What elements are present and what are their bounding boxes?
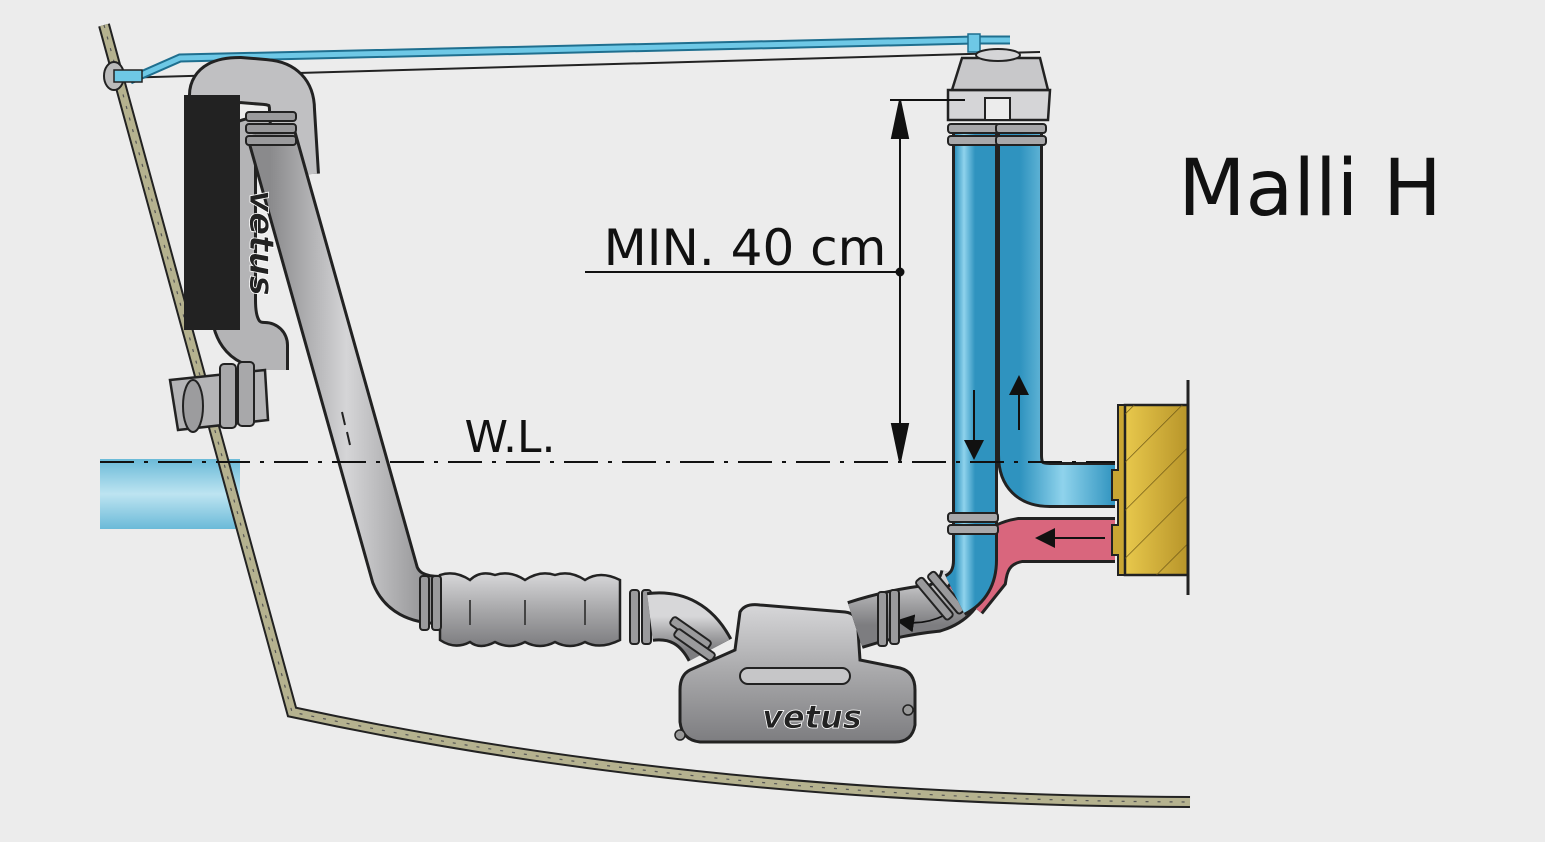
diagram-title: Malli H	[1178, 144, 1442, 234]
brand-waterlock: vetus	[762, 698, 862, 736]
gooseneck	[184, 55, 320, 370]
waterline-label: W.L.	[465, 412, 556, 463]
vent-hose	[128, 33, 1010, 85]
waterlock	[674, 603, 917, 744]
corrugated-hose	[438, 572, 622, 648]
waterlock-inlet-elbow	[646, 591, 733, 663]
cooling-water-up	[997, 130, 1115, 508]
hose-clamps-cooling	[947, 123, 1047, 535]
engine	[1111, 380, 1190, 595]
exhaust-outlet	[168, 361, 270, 433]
hose-clamps-gooseneck	[245, 111, 297, 146]
brand-gooseneck: vetus	[241, 190, 281, 296]
sea-water	[100, 459, 240, 529]
cooling-water-down	[943, 130, 998, 616]
dimension-line	[585, 99, 965, 463]
vent-through-hull	[103, 61, 143, 91]
exhaust-hose-main	[245, 123, 442, 625]
boat-hull	[98, 23, 1191, 808]
anti-siphon-valve	[946, 48, 1052, 122]
hose-clamps-corrugated	[419, 575, 652, 645]
min-height-label: MIN. 40 cm	[604, 219, 887, 277]
